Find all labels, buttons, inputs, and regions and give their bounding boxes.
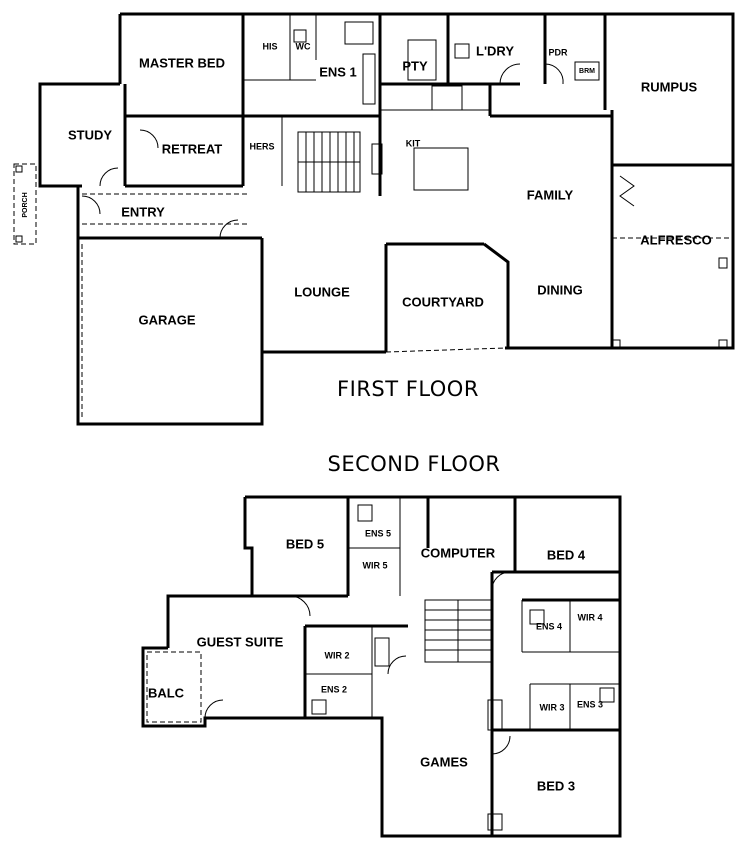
room-kit: KIT bbox=[406, 138, 421, 148]
room-pty: PTY bbox=[402, 58, 428, 73]
first-floor-outer-wall bbox=[120, 12, 735, 238]
room-master-bed: MASTER BED bbox=[139, 55, 225, 70]
room-wir4: WIR 4 bbox=[577, 612, 602, 622]
wc-fixture bbox=[529, 609, 545, 625]
wc-fixture bbox=[599, 687, 615, 703]
front-door-swing bbox=[81, 195, 101, 215]
room-entry: ENTRY bbox=[121, 204, 165, 219]
balc-outer-wall bbox=[141, 646, 305, 728]
wir2-door-swing bbox=[387, 655, 407, 675]
room-wc: WC bbox=[296, 41, 311, 51]
wc-fixture bbox=[311, 699, 327, 715]
room-ens5: ENS 5 bbox=[365, 528, 391, 538]
room-bed5: BED 5 bbox=[286, 536, 324, 551]
wc-fixture bbox=[357, 504, 373, 522]
second-floor-title: SECOND FLOOR bbox=[327, 452, 500, 476]
study-door-swing bbox=[99, 167, 119, 187]
room-alfresco: ALFRESCO bbox=[640, 232, 712, 247]
dining-bay-wall bbox=[483, 242, 510, 348]
room-wir3: WIR 3 bbox=[539, 702, 564, 712]
room-pdr: PDR bbox=[548, 47, 568, 57]
room-rumpus: RUMPUS bbox=[641, 79, 698, 94]
bed4-door-swing bbox=[491, 571, 511, 591]
room-guest-suite: GUEST SUITE bbox=[197, 634, 284, 649]
room-computer: COMPUTER bbox=[421, 545, 496, 560]
room-retreat: RETREAT bbox=[162, 141, 222, 156]
garage-outer-wall bbox=[76, 238, 264, 426]
room-ens2: ENS 2 bbox=[321, 684, 347, 694]
room-brm: BRM bbox=[579, 68, 595, 75]
laundry-tub bbox=[454, 43, 470, 59]
bifold-door bbox=[619, 175, 635, 207]
stair-treads bbox=[425, 609, 491, 651]
room-his: HIS bbox=[262, 41, 277, 51]
first-floor-plan: MASTER BED HIS WC ENS 1 PTY L'DRY PDR BR… bbox=[13, 12, 735, 426]
pantry-shelf bbox=[407, 39, 437, 81]
courtyard-open-edge bbox=[385, 347, 506, 353]
room-hers: HERS bbox=[249, 141, 274, 151]
room-ens4: ENS 4 bbox=[536, 621, 562, 631]
room-wir2: WIR 2 bbox=[324, 650, 349, 660]
linen-cupboard bbox=[374, 637, 390, 667]
vanity bbox=[362, 53, 376, 105]
room-bed4: BED 4 bbox=[547, 547, 586, 562]
room-family: FAMILY bbox=[527, 187, 574, 202]
first-floor-title: FIRST FLOOR bbox=[337, 377, 479, 401]
room-bed3: BED 3 bbox=[537, 778, 575, 793]
room-ens1: ENS 1 bbox=[319, 64, 357, 79]
room-lounge: LOUNGE bbox=[294, 284, 350, 299]
stair-treads bbox=[305, 132, 355, 192]
study-outer-wall bbox=[38, 82, 120, 188]
room-porch: PORCH bbox=[22, 192, 29, 217]
garage-door-swing bbox=[219, 219, 239, 239]
void-box bbox=[487, 813, 503, 831]
brm-box bbox=[574, 61, 600, 81]
room-games: GAMES bbox=[420, 754, 468, 769]
balc-outline bbox=[146, 651, 202, 723]
second-floor-outer-wall bbox=[245, 495, 622, 838]
void-box bbox=[487, 699, 503, 731]
room-courtyard: COURTYARD bbox=[402, 294, 484, 309]
room-garage: GARAGE bbox=[138, 312, 195, 327]
fridge-space bbox=[431, 85, 463, 111]
room-ens3: ENS 3 bbox=[577, 699, 603, 709]
retreat-door-swing bbox=[139, 129, 159, 149]
alfresco-post bbox=[611, 339, 621, 349]
alfresco-post bbox=[718, 257, 728, 269]
porch-post bbox=[15, 165, 23, 173]
bed3-door-swing bbox=[491, 735, 511, 755]
wc-fixture bbox=[293, 29, 307, 43]
pdr-door-swing bbox=[544, 63, 564, 85]
porch-post bbox=[15, 235, 23, 243]
alfresco-post bbox=[718, 339, 728, 349]
porch-outline bbox=[13, 163, 37, 245]
laundry-door-swing bbox=[499, 63, 521, 85]
second-floor-plan: SECOND FLOOR bbox=[141, 452, 622, 838]
balc-door-swing bbox=[204, 699, 224, 719]
cooktop bbox=[371, 143, 383, 175]
room-balc: BALC bbox=[148, 685, 185, 700]
room-ldry: L'DRY bbox=[476, 43, 514, 58]
room-study: STUDY bbox=[68, 127, 112, 142]
kitchen-island bbox=[413, 147, 469, 191]
dining-alfresco-bottom-wall bbox=[505, 165, 735, 350]
room-wir5: WIR 5 bbox=[362, 560, 387, 570]
guest-outer-wall bbox=[166, 497, 254, 648]
bed5-door-swing bbox=[289, 595, 311, 617]
bath-tub bbox=[344, 21, 374, 45]
room-dining: DINING bbox=[537, 282, 583, 297]
